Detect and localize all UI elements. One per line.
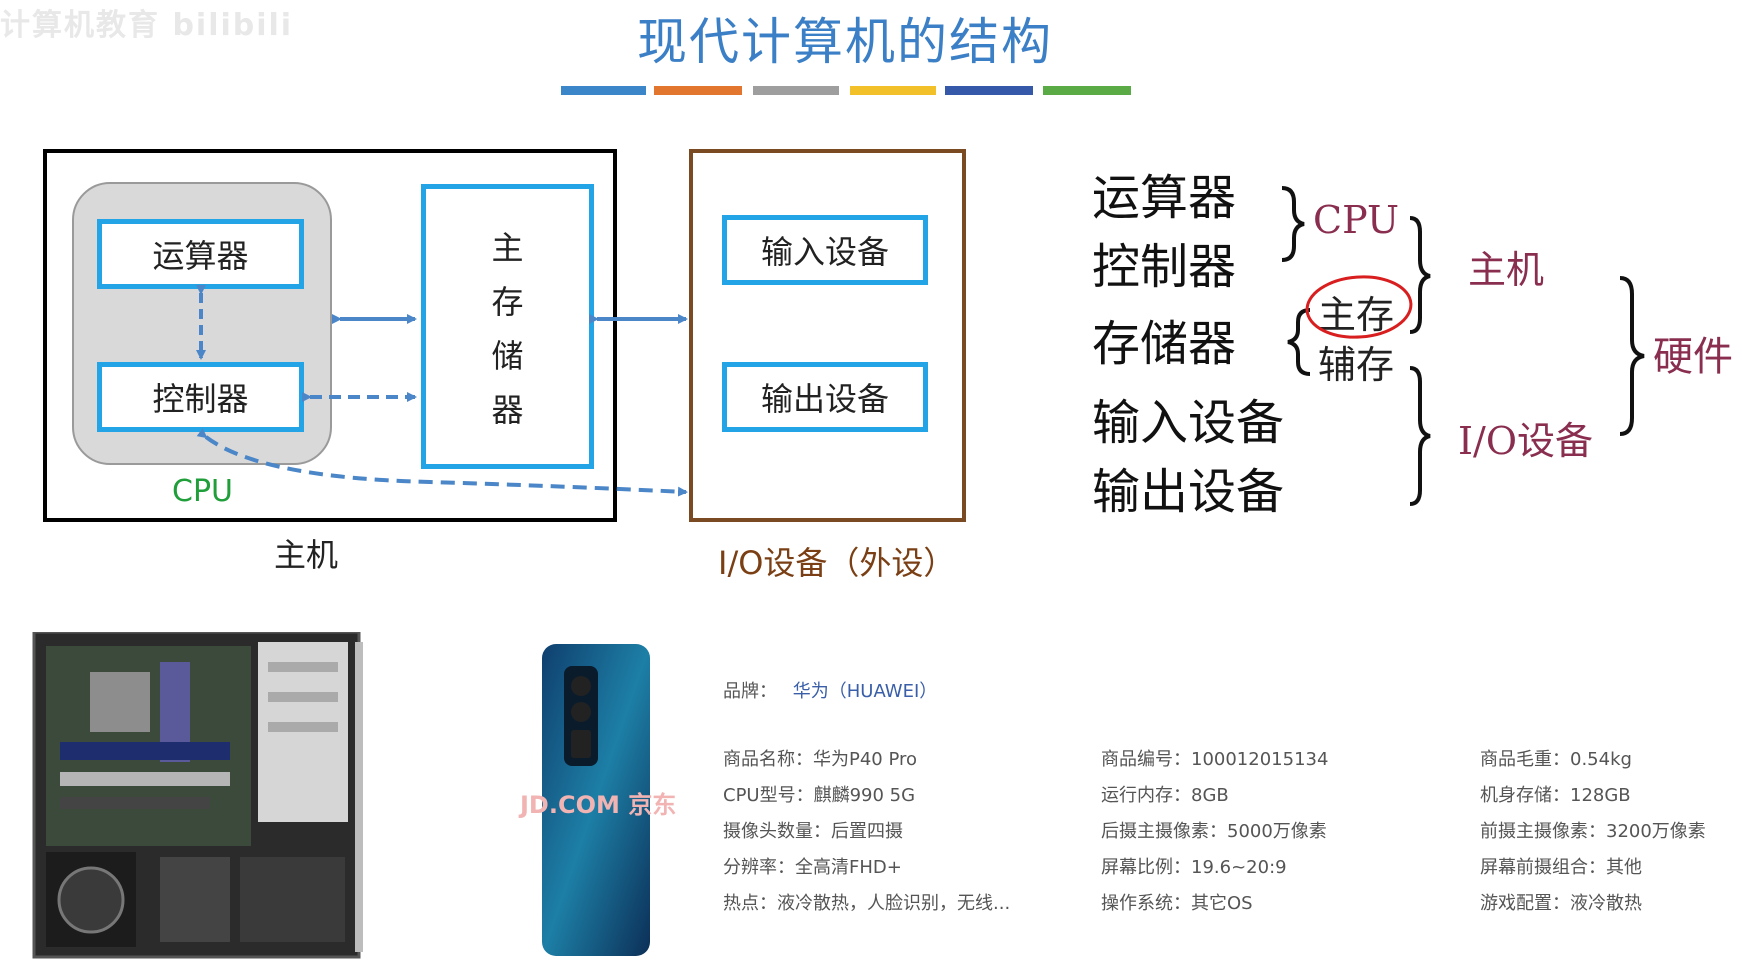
io-brace	[1409, 366, 1431, 506]
class-cpu: CPU	[1313, 198, 1400, 242]
output-device-label: 输出设备	[760, 380, 889, 418]
spec-5-1: 热点：液冷散热，人脸识别，无线...	[723, 893, 1011, 914]
controller-label: 控制器	[152, 380, 249, 418]
memory-char-3: 储	[491, 336, 524, 375]
title-stripe-1	[561, 86, 646, 95]
class-io: I/O设备	[1458, 419, 1593, 463]
pc-case-image	[30, 632, 365, 962]
jd-watermark: JD.COM 京东	[520, 791, 677, 819]
host-box	[43, 149, 617, 522]
brand-row: 品牌： 华为（HUAWEI）	[723, 677, 937, 703]
io-box	[689, 149, 966, 522]
main-memory-highlight	[1305, 275, 1413, 339]
phone-image	[542, 644, 650, 956]
memory-char-2: 存	[491, 282, 524, 321]
spec-5-3: 游戏配置：液冷散热	[1480, 893, 1642, 914]
spec-2-2: 运行内存：8GB	[1101, 785, 1229, 806]
item-input: 输入设备	[1092, 395, 1285, 451]
item-memory: 存储器	[1092, 316, 1237, 372]
memory-brace	[1287, 308, 1311, 376]
input-device-box: 输入设备	[722, 215, 928, 285]
input-device-label: 输入设备	[760, 233, 889, 271]
cpu-brace	[1281, 186, 1305, 262]
item-controller: 控制器	[1092, 239, 1237, 295]
spec-1-1: 商品名称：华为P40 Pro	[723, 749, 918, 770]
diagram-arrows	[196, 285, 688, 497]
spec-4-1: 分辨率：全高清FHD+	[723, 857, 902, 878]
alu-box: 运算器	[97, 219, 304, 289]
spec-4-2: 屏幕比例：19.6~20:9	[1101, 857, 1287, 878]
output-device-box: 输出设备	[722, 362, 928, 432]
title-stripe-6	[1043, 86, 1131, 95]
spec-5-2: 操作系统：其它OS	[1101, 893, 1253, 914]
alu-label: 运算器	[152, 237, 249, 275]
spec-1-3: 商品毛重：0.54kg	[1480, 749, 1632, 770]
item-alu: 运算器	[1092, 170, 1237, 226]
title-stripe-2	[654, 86, 742, 95]
channel-watermark: 计算机教育 bilibili	[0, 8, 294, 43]
host-label: 主机	[274, 536, 339, 574]
class-aux-memory: 辅存	[1318, 343, 1395, 387]
spec-2-3: 机身存储：128GB	[1480, 785, 1631, 806]
spec-3-2: 后摄主摄像素：5000万像素	[1101, 821, 1327, 842]
memory-char-4: 器	[491, 390, 524, 429]
brand-value: 华为（HUAWEI）	[792, 681, 938, 702]
spec-3-1: 摄像头数量：后置四摄	[723, 821, 903, 842]
title-stripe-5	[945, 86, 1033, 95]
title-stripe-4	[850, 86, 936, 95]
class-host: 主机	[1468, 248, 1545, 292]
classification-braces	[1281, 186, 1645, 506]
item-output: 输出设备	[1092, 464, 1285, 520]
hardware-brace	[1619, 276, 1645, 436]
title-stripe-3	[753, 86, 839, 95]
spec-4-3: 屏幕前摄组合：其他	[1480, 857, 1642, 878]
host-brace	[1409, 216, 1431, 334]
page-title: 现代计算机的结构	[637, 13, 1053, 71]
io-label: I/O设备（外设）	[718, 544, 956, 582]
class-hardware: 硬件	[1653, 334, 1733, 380]
brand-label: 品牌：	[723, 681, 777, 702]
memory-char-1: 主	[491, 228, 524, 267]
spec-2-1: CPU型号：麒麟990 5G	[723, 785, 916, 806]
spec-1-2: 商品编号：100012015134	[1101, 749, 1329, 770]
controller-io-arrow	[196, 428, 688, 497]
spec-3-3: 前摄主摄像素：3200万像素	[1480, 821, 1706, 842]
memory-box: 主 存 储 器	[421, 184, 594, 469]
class-main-memory: 主存	[1318, 293, 1395, 337]
